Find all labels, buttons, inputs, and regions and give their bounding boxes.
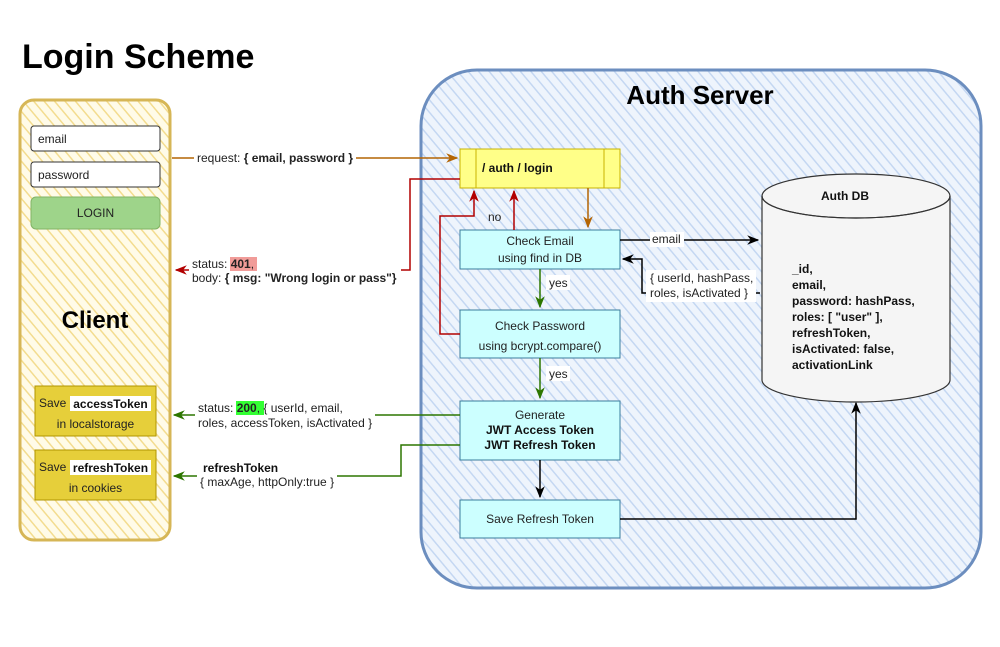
check-email-title: Check Email: [506, 234, 573, 248]
save-refresh-prefix: Save: [39, 460, 67, 474]
no-label: no: [488, 210, 502, 224]
success-label-bg: [195, 400, 375, 432]
check-email-subtitle: using find in DB: [498, 251, 582, 265]
save-access-where: in localstorage: [57, 417, 135, 431]
auth-login-route-label: / auth / login: [482, 161, 553, 175]
email-field[interactable]: [30, 125, 161, 152]
generate-refresh-token: JWT Refresh Token: [484, 438, 595, 452]
db-field: email,: [792, 278, 826, 292]
success-body-line: roles, accessToken, isActivated }: [198, 416, 372, 430]
check-email-step: [459, 229, 621, 270]
auth-login-route: [459, 148, 621, 189]
save-refresh-token-label: Save Refresh Token: [486, 512, 594, 526]
save-refresh-token-step: [459, 499, 621, 539]
db-field: activationLink: [792, 358, 873, 372]
auth-db-title: Auth DB: [821, 189, 869, 203]
db-field: refreshToken,: [792, 326, 870, 340]
error-label-bg: [189, 256, 401, 286]
error-status-line: status: 401,: [192, 257, 254, 271]
login-button-label: LOGIN: [77, 206, 114, 220]
db-result-line2: roles, isActivated }: [650, 286, 748, 300]
email-edge-label-bg: [650, 232, 684, 247]
yes-label-2: yes: [549, 367, 568, 381]
save-to-db-arrow: [620, 401, 861, 520]
access-token-chip: [70, 396, 151, 411]
save-refresh-token-name: refreshToken: [73, 461, 148, 475]
auth-db-rim: [761, 195, 951, 219]
client-title: Client: [62, 307, 129, 334]
success-status-line: status: 200, { userId, email,: [198, 401, 343, 415]
db-field: roles: [ "user" ],: [792, 310, 883, 324]
yes-label-1: yes: [549, 276, 568, 290]
db-field: isActivated: false,: [792, 342, 894, 356]
check-password-subtitle: using bcrypt.compare(): [479, 339, 602, 353]
save-refresh-where: in cookies: [69, 481, 122, 495]
generate-title: Generate: [515, 408, 565, 422]
check-password-title: Check Password: [495, 319, 585, 333]
refresh-label-bg: [197, 461, 337, 491]
refresh-cookie-name: refreshToken: [203, 461, 278, 475]
password-field-label: password: [38, 168, 89, 182]
generate-tokens-step: [459, 400, 621, 461]
db-field: password: hashPass,: [792, 294, 915, 308]
auth-server-title: Auth Server: [626, 80, 773, 110]
request-label: request: { email, password }: [197, 151, 353, 165]
email-edge-label: email: [652, 232, 681, 246]
db-result-label-bg: [646, 270, 756, 302]
yes-label-2-bg: [546, 366, 570, 381]
page-title: Login Scheme: [22, 38, 254, 76]
password-field[interactable]: [30, 161, 161, 188]
error-body-line: body: { msg: "Wrong login or pass"}: [192, 271, 397, 285]
status-200-badge: [236, 401, 264, 415]
check-password-fail-arrow: [439, 189, 479, 335]
save-access-prefix: Save: [39, 396, 67, 410]
save-access-token-name: accessToken: [73, 397, 148, 411]
email-field-label: email: [38, 132, 67, 146]
refresh-cookie-options: { maxAge, httpOnly:true }: [200, 475, 334, 489]
login-button[interactable]: [30, 196, 161, 230]
db-result-line1: { userId, hashPass,: [650, 271, 753, 285]
request-label-bg: [194, 150, 356, 166]
generate-access-token: JWT Access Token: [486, 423, 594, 437]
yes-label-1-bg: [546, 275, 570, 290]
db-field: _id,: [791, 262, 813, 276]
auth-db-fields: _id, email, password: hashPass, roles: […: [791, 262, 915, 372]
refresh-token-chip: [70, 460, 151, 475]
status-401-badge: [230, 257, 257, 271]
